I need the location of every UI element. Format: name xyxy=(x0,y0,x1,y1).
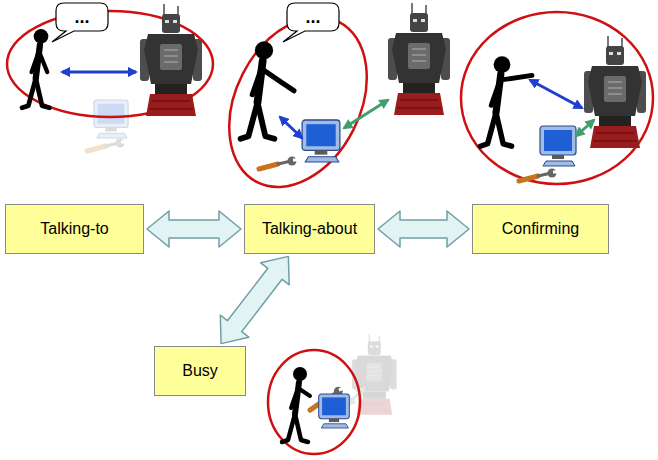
transition-arrow xyxy=(147,211,241,247)
state-box: Busy xyxy=(154,346,246,396)
faded-computer xyxy=(87,100,128,151)
faded-computer xyxy=(87,100,128,151)
wrench-icon xyxy=(519,169,558,182)
state-box: Talking-about xyxy=(244,204,375,254)
monitor-icon xyxy=(540,126,576,166)
focus-ellipse xyxy=(268,350,360,454)
state-name: Talking-about xyxy=(262,219,357,238)
attention-arrow xyxy=(530,80,582,108)
attention-arrow xyxy=(62,71,136,74)
link-arrow xyxy=(576,120,594,136)
robot-figure xyxy=(140,4,202,116)
speech-box: ... xyxy=(56,3,108,31)
speech-bubble xyxy=(52,3,108,42)
state-box: Talking-to xyxy=(5,204,144,254)
transition-arrow xyxy=(378,211,469,247)
monitor-icon xyxy=(319,394,350,428)
person-figure xyxy=(480,56,532,146)
wrench-icon xyxy=(87,139,126,152)
state-name: Busy xyxy=(182,361,218,380)
link-arrow xyxy=(344,100,388,128)
focus-ellipse xyxy=(461,12,653,184)
robot-figure xyxy=(584,36,646,148)
person-figure xyxy=(282,367,310,442)
speech-box: ... xyxy=(287,3,339,31)
focus-ellipse xyxy=(202,0,394,210)
monitor-icon xyxy=(94,100,128,138)
state-name: Confirming xyxy=(502,219,579,238)
speech-bubble xyxy=(283,3,339,42)
speech-text: ... xyxy=(305,8,320,26)
speech-text: ... xyxy=(74,8,89,26)
person-figure xyxy=(22,29,49,108)
transition-arrow xyxy=(220,256,289,343)
robot-figure xyxy=(352,334,397,415)
state-name: Talking-to xyxy=(40,219,108,238)
state-box: Confirming xyxy=(472,204,609,254)
wrench-icon xyxy=(259,157,298,170)
attention-arrow xyxy=(280,117,302,138)
monitor-icon xyxy=(302,120,340,162)
robot-figure xyxy=(388,3,450,115)
